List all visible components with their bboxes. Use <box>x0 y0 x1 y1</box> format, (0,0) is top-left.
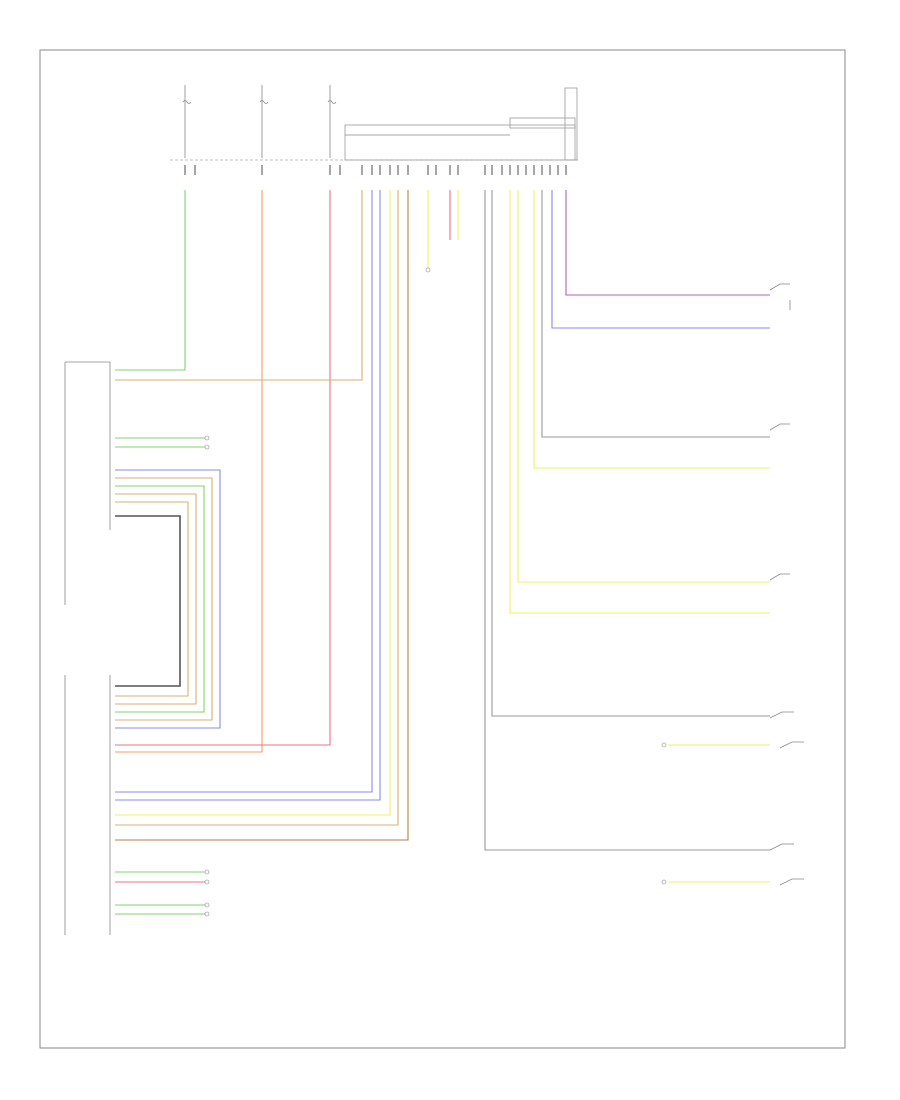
wire-orange-1 <box>115 190 263 753</box>
wire-yellow-right-3 <box>509 190 770 614</box>
switch-1-connector <box>661 742 667 748</box>
relay-box-outline <box>564 87 578 161</box>
wire-green-1 <box>115 190 186 371</box>
wire-loop-tan <box>115 477 213 721</box>
stub-connector-3 <box>204 911 210 917</box>
wire-loop-tan-2 <box>115 493 197 705</box>
wire-gray-switch-2 <box>484 190 770 851</box>
jumper-connector-1 <box>204 435 210 441</box>
diagram-frame <box>39 49 846 1049</box>
wire-loop-black <box>115 515 181 687</box>
fuse-1 <box>182 85 192 158</box>
wire-yellow-right-1 <box>533 190 770 469</box>
panel-connector <box>425 267 431 273</box>
module-lower <box>64 675 111 935</box>
wire-blue-1 <box>115 190 373 793</box>
wire-blue-right <box>551 190 770 329</box>
fuse-box-outline <box>344 124 576 161</box>
wire-loop-tan-3 <box>115 501 189 697</box>
wire-loop-blue <box>115 469 221 729</box>
stub-connector-1 <box>204 879 210 885</box>
wire-pink-1 <box>115 190 331 746</box>
wire-blue-2 <box>115 190 381 801</box>
wire-violet-right <box>565 190 770 296</box>
wires <box>115 190 770 917</box>
switch-right-2 <box>769 843 804 886</box>
component-right-3 <box>769 573 790 581</box>
jumper-connector-2 <box>204 444 210 450</box>
fuse-2 <box>259 85 269 158</box>
wire-yellow-right-2 <box>517 190 770 583</box>
component-right-2 <box>769 423 790 431</box>
fuse-box-inner <box>509 117 576 129</box>
fuse-3 <box>327 85 337 158</box>
switch-2-connector <box>661 879 667 885</box>
bus-connector-ticks <box>184 165 567 175</box>
wire-gray-right <box>541 190 770 438</box>
wire-yellow-1 <box>115 190 391 816</box>
wire-brown-1 <box>115 190 409 841</box>
component-right-1 <box>769 283 791 310</box>
wire-loop-green <box>115 485 205 713</box>
switch-right-1 <box>769 711 804 749</box>
wire-gray-switch-1 <box>491 190 770 717</box>
stub-connector-0 <box>204 869 210 875</box>
module-upper <box>64 361 111 605</box>
wire-tan-1 <box>115 190 363 381</box>
wire-tan-2 <box>115 190 399 826</box>
stub-connector-2 <box>204 902 210 908</box>
